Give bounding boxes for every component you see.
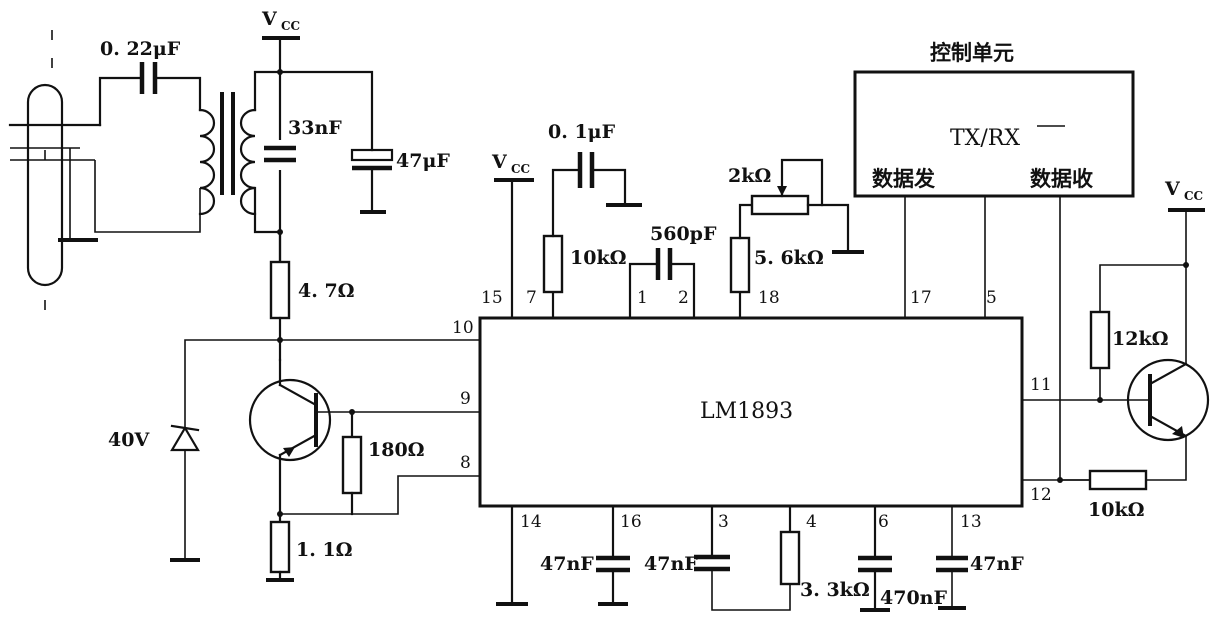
potentiometer-label: 2kΩ — [728, 165, 771, 187]
supply-capacitor-label: 47μF — [396, 150, 450, 172]
txrx-label: TX/RX — [950, 126, 1020, 151]
pin-label-12: 12 — [1030, 485, 1052, 505]
pin-label-13: 13 — [960, 512, 982, 532]
coupling-capacitor-label: 0. 22μF — [100, 38, 181, 60]
feedback-resistor-label: 10kΩ — [1088, 499, 1145, 521]
pin-label-16: 16 — [620, 512, 642, 532]
output-transistor — [1022, 265, 1210, 481]
pin3-capacitor-label: 47nF — [644, 553, 698, 575]
tank-capacitor: 33nF — [264, 117, 342, 170]
supply-electrolytic-capacitor: 47μF — [278, 70, 450, 214]
pin-label-7: 7 — [526, 288, 537, 308]
pin13-capacitor-label: 47nF — [970, 553, 1024, 575]
tank-capacitor-label: 33nF — [288, 117, 342, 139]
pin-label-1: 1 — [637, 288, 648, 308]
svg-text:V: V — [491, 151, 508, 173]
pin18-resistor-label: 5. 6kΩ — [754, 247, 824, 269]
pin-label-17: 17 — [910, 288, 932, 308]
zener-label: 40V — [108, 429, 150, 451]
pin16-capacitor-label: 47nF — [540, 553, 594, 575]
control-unit: 控制单元 TX/RX 数据发 数据收 — [853, 41, 1135, 483]
emitter-resistor-label: 1. 1Ω — [296, 539, 353, 561]
pin16-capacitor: 47nF — [540, 504, 630, 606]
pullup-resistor-label: 12kΩ — [1112, 328, 1169, 350]
pin3-capacitor: 47nF — [644, 504, 791, 611]
pin-label-6: 6 — [878, 512, 889, 532]
control-unit-title: 控制单元 — [930, 41, 1014, 65]
svg-text:CC: CC — [281, 19, 300, 33]
pin14-ground — [496, 504, 528, 606]
data-send-label: 数据发 — [872, 167, 936, 191]
svg-text:CC: CC — [511, 162, 530, 176]
pin-label-14: 14 — [520, 512, 542, 532]
pin7-capacitor-label: 0. 1μF — [548, 121, 616, 143]
vcc-supply-pin15: V CC — [491, 151, 534, 320]
ic-name: LM1893 — [700, 399, 793, 424]
pin-label-2: 2 — [678, 288, 689, 308]
pin7-network: 10kΩ 0. 1μF — [542, 121, 642, 320]
pin6-capacitor: 470nF — [858, 504, 947, 612]
data-recv-label: 数据收 — [1030, 167, 1093, 191]
svg-text:V: V — [261, 8, 278, 30]
ic-lm1893 — [478, 316, 1024, 508]
pin4-resistor: 3. 3kΩ — [779, 504, 870, 601]
vcc-supply-right: V CC — [1164, 178, 1205, 268]
base-resistor-label: 180Ω — [368, 439, 425, 461]
pin12-capacitor-label: 560pF — [650, 223, 717, 245]
emitter-resistor: 1. 1Ω — [266, 520, 353, 582]
transformer — [94, 70, 282, 234]
pin-label-8: 8 — [460, 453, 471, 473]
pin8-wire — [280, 475, 480, 515]
pin1-pin2-capacitor: 560pF — [628, 223, 717, 320]
feedback-resistor: 10kΩ — [1022, 469, 1148, 521]
collector-resistor: 4. 7Ω — [269, 230, 355, 362]
pin-label-11: 11 — [1030, 375, 1052, 395]
pin-label-15: 15 — [481, 288, 503, 308]
pin-label-4: 4 — [806, 512, 817, 532]
pin-label-3: 3 — [718, 512, 729, 532]
svg-text:V: V — [1164, 178, 1181, 200]
power-line-plug — [8, 30, 102, 310]
coupling-capacitor: 0. 22μF — [98, 38, 202, 127]
pin-label-10: 10 — [452, 318, 474, 338]
pin6-capacitor-label: 470nF — [880, 587, 947, 609]
pin-label-5: 5 — [986, 288, 997, 308]
pin4-resistor-label: 3. 3kΩ — [800, 579, 870, 601]
svg-text:CC: CC — [1184, 189, 1203, 203]
ground-symbol — [58, 148, 98, 242]
pullup-resistor: 12kΩ — [1089, 264, 1186, 400]
base-resistor: 180Ω — [341, 409, 425, 516]
pin7-resistor-label: 10kΩ — [570, 247, 627, 269]
zener-diode: 40V — [108, 424, 200, 562]
collector-resistor-label: 4. 7Ω — [298, 280, 355, 302]
driver-transistor — [248, 358, 480, 524]
pin-label-18: 18 — [758, 288, 780, 308]
pin18-network: 5. 6kΩ 2kΩ — [728, 158, 864, 320]
pin10-wire — [184, 339, 480, 428]
pin13-capacitor: 47nF — [936, 506, 1024, 610]
pin-label-9: 9 — [460, 389, 471, 409]
